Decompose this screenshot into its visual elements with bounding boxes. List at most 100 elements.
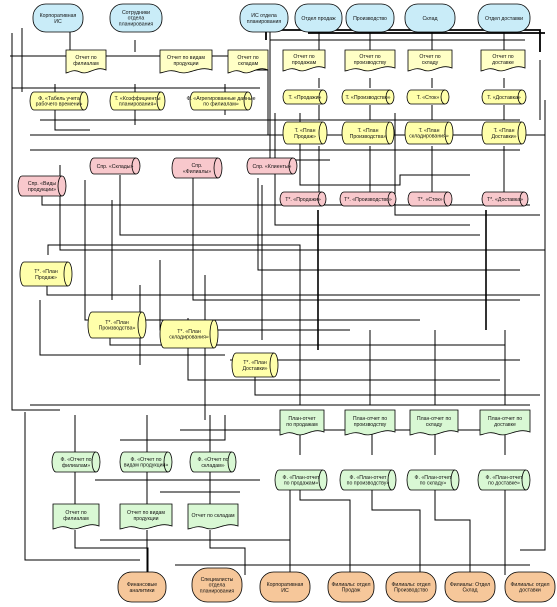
- staff-planning-bottom-label-line: отдела: [209, 583, 226, 589]
- branches-warehouse-label-line: Филиалы: Отдел: [450, 582, 490, 588]
- t-sales-datastore: Т. «Продажи»: [282, 89, 328, 105]
- corp-is-bottom-label-line: ИС: [281, 588, 289, 594]
- f-plan-fact-delivery-label-line: по доставке»: [488, 481, 520, 487]
- branches-warehouse-label-line: Склад: [462, 588, 477, 594]
- connector-line: [100, 539, 291, 575]
- f-plan-fact-production-label-line: по производству»: [347, 480, 390, 486]
- branches-delivery-label-line: Филиалы: отдел: [510, 582, 549, 588]
- entity-box: [477, 3, 531, 33]
- datastore-edge: [91, 451, 97, 473]
- connector-line: [209, 530, 246, 575]
- sales-dept-top-entity: Отдел продаж: [294, 3, 343, 33]
- staff-planning-label-line: отдела: [128, 16, 145, 22]
- document-shape: [344, 49, 396, 72]
- f-rep-branches-label-line: Ф. «Отчет по: [60, 457, 91, 463]
- ref-branches-datastore: Спр.«Филиалы»: [171, 157, 223, 179]
- connector-line: [394, 113, 540, 216]
- entity-box: [385, 571, 437, 603]
- production-top-entity: Производство: [345, 3, 395, 33]
- document-shape: [479, 409, 531, 436]
- datastore-edge: [243, 91, 249, 111]
- rep-branches-bottom-label-line: Отчет по: [65, 510, 86, 516]
- datastore-edge: [131, 157, 137, 175]
- production-top-label-line: Производство: [353, 16, 387, 22]
- rep-product-types-bottom-label-line: Отчет по видам: [127, 510, 165, 516]
- branches-sales-label-line: Продаж: [342, 588, 361, 594]
- datastore-edge: [443, 191, 449, 207]
- datastore-edge: [227, 451, 233, 473]
- ref-clients-datastore: Спр. «Клиенты»: [246, 157, 298, 175]
- t-coefficients-label-line: планирования»: [119, 102, 156, 108]
- tp-plan-sales-label-line: Т*. «План: [34, 269, 58, 275]
- document-shape: [159, 49, 213, 74]
- datastore-edge: [57, 175, 63, 197]
- datastore-edge: [450, 469, 456, 491]
- datastore-edge: [387, 469, 393, 491]
- ref-warehouses-label-line: Спр. «Склады»: [97, 164, 134, 170]
- tp-sales-label-line: Т*. «Продажи»: [285, 197, 321, 203]
- plan-fact-delivery-label-line: План-отчет по: [488, 416, 522, 422]
- datastore-edge: [63, 261, 69, 287]
- t-delivery-datastore: Т. «Доставка»: [481, 89, 527, 105]
- rep-branches-label-line: филиалам: [73, 61, 99, 67]
- fin-analysts-label-line: Финансовые: [127, 582, 157, 588]
- connector-line: [84, 180, 420, 321]
- connector-line: [265, 29, 541, 52]
- datastore-edge: [318, 469, 324, 491]
- rep-delivery-top-label-line: Отчет по: [492, 54, 513, 60]
- entity-box: [444, 571, 496, 603]
- datastore-edge: [156, 91, 162, 111]
- rep-warehouse-top-label-line: Отчет по: [419, 54, 440, 60]
- entity-box: [294, 3, 343, 33]
- connector-line: [434, 470, 471, 575]
- tp-plan-delivery-label-line: Доставки»: [242, 366, 267, 372]
- connector-line: [289, 484, 300, 575]
- plan-fact-production-label-line: производству: [354, 422, 387, 428]
- f-plan-fact-delivery-label-line: Ф. «План-отчет: [486, 475, 524, 481]
- corp-is-top-label-line: Корпоративная: [40, 13, 77, 19]
- f-aggregate-label-line: по филиалам»: [203, 101, 239, 107]
- datastore-edge: [318, 89, 324, 105]
- delivery-dept-top-label-line: Отдел доставки: [485, 16, 523, 22]
- datastore-edge: [385, 89, 391, 105]
- datastore-edge: [517, 89, 523, 105]
- datastore-edge: [269, 352, 275, 378]
- document-shape: [65, 49, 107, 74]
- branches-production-label-line: Производство: [394, 588, 428, 594]
- connector-line: [120, 415, 226, 441]
- t-plan-warehousing-label-line: складирования»: [409, 134, 449, 140]
- tp-sales-datastore: Т*. «Продажи»: [279, 191, 327, 207]
- datastore-edge: [385, 121, 391, 145]
- document-shape: [407, 49, 453, 72]
- datastore-edge: [440, 89, 446, 105]
- t-plan-delivery-label-line: Доставки»: [491, 134, 516, 140]
- branches-production-label-line: Филиалы: отдел: [391, 582, 430, 588]
- f-timesheet-label-line: Ф. «Табель учета: [38, 96, 80, 102]
- datastore-edge: [318, 121, 324, 145]
- rep-production-top-label-line: Отчет по: [359, 54, 380, 60]
- datastore-edge: [387, 191, 393, 207]
- t-coefficients-label-line: Т. «Коэффициенты: [114, 96, 160, 102]
- connector-line: [250, 69, 269, 135]
- fin-analysts-label-line: аналитики: [129, 588, 154, 594]
- diagram-shapes: КорпоративнаяИССотрудникиотделапланирова…: [17, 3, 556, 603]
- entity-box: [109, 3, 163, 33]
- staff-planning-label-line: планирования: [119, 21, 154, 27]
